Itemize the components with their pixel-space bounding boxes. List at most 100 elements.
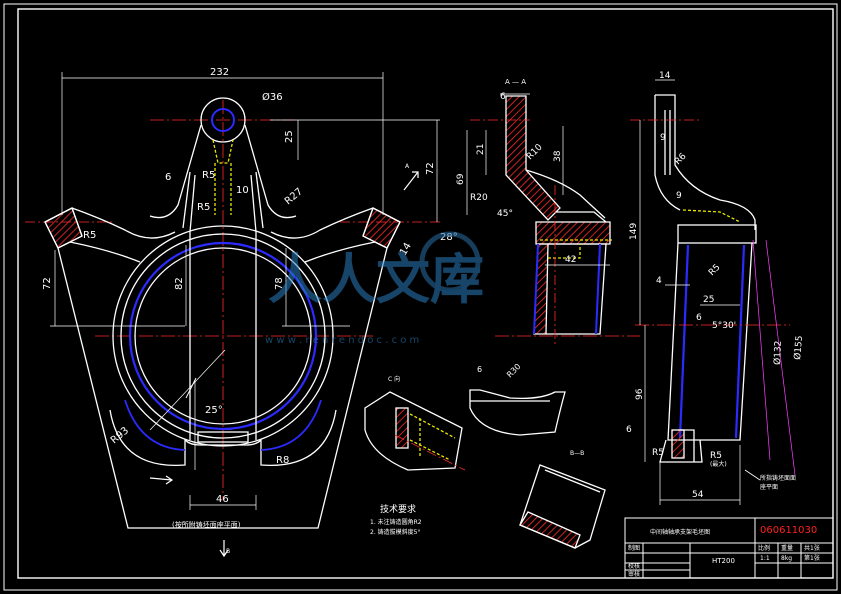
dim-6: 6 (165, 172, 171, 183)
section-aa-dims (466, 93, 610, 266)
material: HT200 (712, 557, 735, 565)
watermark-brand: 人人文库 (268, 248, 484, 311)
title-block (624, 517, 834, 579)
side-view (630, 94, 790, 463)
tech-requirements: 技术要求 1. 未注铸造圆角R2 2. 铸造拔模斜度5° (370, 503, 422, 536)
view-arrow-a (403, 171, 419, 191)
front-view (25, 97, 440, 529)
view-arrow-b (219, 540, 229, 558)
role-drawn: 制图 (628, 544, 640, 552)
dim-t4: 4 (656, 276, 662, 286)
dim-25: 25 (284, 130, 295, 143)
left-arm-section (44, 207, 83, 249)
view-arrow-c (149, 475, 174, 485)
dim-45deg: 45° (497, 209, 513, 219)
section-aa-title: A — A (505, 78, 526, 86)
note-bottom: (按所附铸坯面座平面) (172, 520, 241, 529)
watermark: 人人文库 w w w . r e n r e n d o c . c o m (265, 231, 484, 346)
dim-r30: R30 (505, 362, 523, 380)
bearing-bore (128, 241, 318, 431)
dim-t149: 149 (629, 223, 639, 240)
dim-r93: R93 (109, 425, 131, 446)
dim-6c: 6 (477, 365, 482, 374)
detail-bb (519, 464, 606, 549)
sheet-number: 第1张 (804, 554, 820, 562)
role-approved: 审核 (628, 570, 640, 578)
right-arm (270, 207, 401, 239)
dim-t96: 96 (635, 388, 645, 400)
dim-78: 78 (274, 277, 285, 290)
note-right-1: 所指铸坯面面 (760, 474, 796, 482)
dim-t9a: 9 (660, 133, 666, 143)
dim-r5f: R5 (710, 451, 722, 461)
dim-r8: R8 (276, 455, 289, 466)
sheet-total: 共1张 (804, 544, 820, 552)
arrow-a-label: A (405, 163, 410, 170)
drawing-code: 060611030 (760, 525, 817, 536)
top-lug (200, 97, 246, 143)
dim-r10: R10 (525, 142, 545, 162)
side-view-flange (677, 224, 757, 244)
dim-t6: 6 (696, 313, 702, 323)
base-outline (57, 247, 388, 529)
weight-label: 重量 (781, 544, 793, 552)
dim-s21: 21 (476, 144, 486, 155)
dim-72-right: 72 (425, 162, 436, 175)
view-b-side-title: B—B (570, 450, 584, 457)
dim-r5-b: R5 (197, 202, 210, 213)
watermark-url: w w w . r e n r e n d o c . c o m (265, 335, 419, 346)
dim-t9b: 9 (676, 191, 682, 201)
dim-232: 232 (210, 67, 229, 78)
dim-46: 46 (216, 494, 229, 505)
section-aa-web (505, 95, 561, 221)
dim-5deg30: 5°30' (712, 321, 736, 331)
left-arm (44, 207, 176, 239)
dim-t155: Ø155 (792, 335, 805, 360)
side-view-dims (639, 79, 796, 505)
arrow-b-label: B (226, 548, 230, 555)
tech-item-1: 1. 未注铸造圆角R2 (370, 518, 422, 526)
dim-r5-a: R5 (202, 170, 215, 181)
dim-28deg: 28° (440, 232, 458, 243)
right-arm-section (362, 207, 401, 249)
dim-10: 10 (236, 185, 249, 196)
note-right-2: 座平面 (760, 483, 778, 491)
scale-label: 比例 (758, 544, 770, 552)
dim-r27: R27 (283, 186, 305, 207)
outer-frame (3, 3, 838, 591)
view-c-title: C 向 (388, 375, 400, 383)
dim-s6: 6 (500, 92, 506, 102)
drawing-name: 中间轴轴承支架毛坯图 (650, 528, 710, 536)
dim-t54: 54 (692, 490, 704, 500)
dim-s38: 38 (553, 150, 563, 162)
view-c-detail (364, 391, 466, 471)
dim-s69: 69 (456, 173, 466, 185)
dim-s42: 42 (565, 255, 576, 265)
dim-25deg: 25° (205, 405, 223, 416)
side-view-text: 14 9 R6 9 149 R5 4 25 6 5°30' Ø132 Ø155 … (626, 71, 805, 500)
dim-t25: 25 (703, 295, 714, 305)
dim-r5d: R5 (707, 263, 723, 279)
dim-t6b: 6 (626, 425, 632, 435)
dim-r5-c: R5 (83, 230, 96, 241)
inner-frame (17, 8, 834, 579)
section-aa-view (470, 95, 640, 345)
tech-title: 技术要求 (380, 503, 416, 515)
bearing-ring-outer (112, 225, 334, 447)
max-tag: (最大) (710, 460, 727, 468)
dim-r20: R20 (470, 193, 488, 203)
scale-value: 1:1 (760, 555, 770, 562)
dim-72-left: 72 (42, 277, 53, 290)
tech-item-2: 2. 铸造拔模斜度5° (370, 528, 420, 536)
dim-82: 82 (174, 277, 185, 290)
dim-r5e: R5 (652, 448, 664, 458)
dim-dia36: Ø36 (262, 91, 283, 103)
weight-value: 8kg (781, 555, 792, 562)
dim-t132: Ø132 (772, 340, 784, 365)
front-view-dims (50, 72, 440, 510)
dim-t14: 14 (659, 71, 671, 81)
detail-r30 (469, 389, 566, 436)
title-block-text: 中间轴轴承支架毛坯图 060611030 比例 重量 共1张 1:1 8kg 第… (628, 525, 820, 578)
role-checked: 校核 (628, 562, 640, 570)
